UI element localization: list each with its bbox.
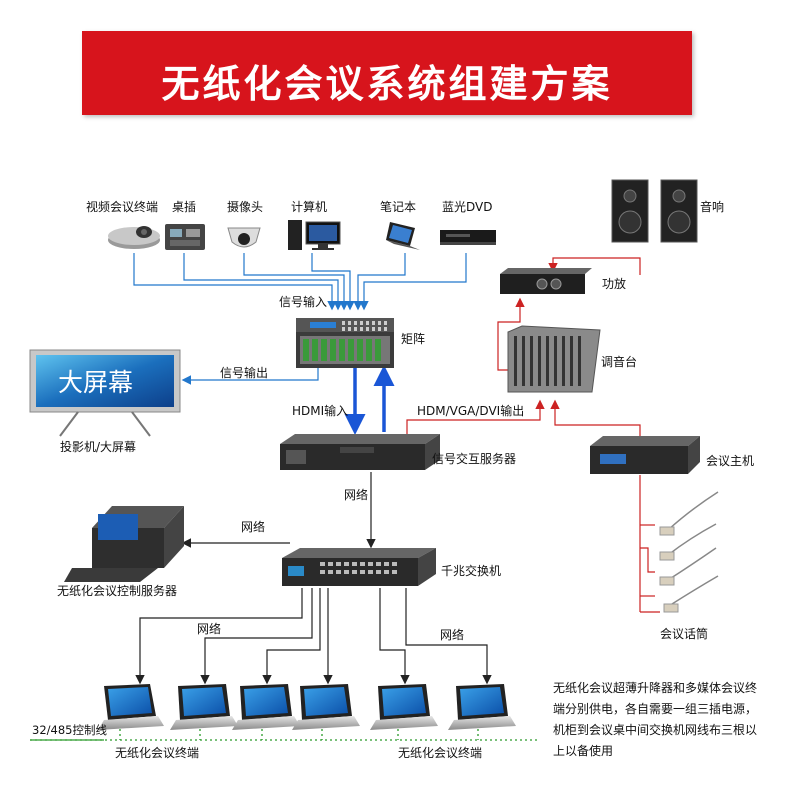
label-control-line: 32/485控制线 [32, 723, 107, 737]
label-network-right: 网络 [440, 628, 465, 642]
label-network-left: 网络 [197, 622, 222, 636]
camera-device [227, 227, 261, 248]
label-signal-out: 信号输出 [220, 366, 269, 380]
terminal-4 [292, 684, 360, 730]
label-microphone: 会议话筒 [660, 627, 709, 641]
title-banner: 无纸化会议系统组建方案 [82, 31, 692, 115]
label-network-control: 网络 [241, 520, 266, 534]
microphone-devices [667, 491, 719, 605]
control-server-device [64, 506, 184, 582]
label-desk-socket: 桌插 [172, 200, 197, 214]
mixer-device [507, 325, 601, 393]
label-terminal-right: 无纸化会议终端 [398, 746, 483, 760]
video-terminal-device [108, 226, 160, 249]
label-control-server: 无纸化会议控制服务器 [57, 584, 178, 598]
conference-host-device [590, 436, 700, 474]
label-computer: 计算机 [291, 200, 328, 214]
terminal-3 [232, 684, 300, 730]
amplifier-device [500, 268, 592, 294]
label-video-terminal: 视频会议终端 [86, 200, 159, 214]
bluray-device [440, 230, 496, 245]
terminal-1 [98, 684, 164, 730]
label-matrix: 矩阵 [401, 332, 426, 346]
label-hdm-vga-dvi-out: HDM/VGA/DVI输出 [417, 404, 525, 418]
hdmi-arrows [344, 365, 395, 435]
label-bluray: 蓝光DVD [442, 200, 493, 214]
terminal-6 [448, 684, 516, 730]
label-speaker: 音响 [700, 200, 725, 214]
label-switch: 千兆交换机 [441, 564, 502, 578]
installation-note: 无纸化会议超薄升降器和多媒体会议终端分别供电，各自需要一组三插电源，机柜到会议桌… [553, 681, 758, 758]
desk-socket-device [165, 224, 205, 250]
matrix-device [296, 318, 394, 368]
source-lines [133, 253, 467, 385]
terminal-devices [98, 684, 516, 730]
label-signal-server: 信号交互服务器 [432, 452, 517, 466]
audio-lines [406, 257, 660, 613]
label-camera: 摄像头 [227, 200, 264, 214]
laptop-device [386, 222, 420, 250]
label-laptop: 笔记本 [380, 200, 417, 214]
label-conference-host: 会议主机 [706, 454, 755, 468]
big-screen-text: 大屏幕 [58, 368, 133, 397]
big-screen-device: 大屏幕 [29, 349, 181, 437]
speaker-devices [611, 179, 698, 243]
page-title: 无纸化会议系统组建方案 [161, 62, 613, 106]
label-mixer: 调音台 [601, 355, 638, 369]
label-hdmi-in: HDMI输入 [292, 404, 349, 418]
switch-device [282, 548, 436, 586]
computer-device [288, 220, 341, 250]
label-signal-in: 信号输入 [279, 295, 328, 309]
control-line [30, 724, 540, 741]
terminal-2 [170, 684, 238, 730]
label-terminal-left: 无纸化会议终端 [115, 746, 200, 760]
terminal-5 [370, 684, 438, 730]
network-lines [135, 472, 492, 685]
label-network-server: 网络 [344, 488, 369, 502]
signal-server-device [280, 434, 440, 470]
label-amplifier: 功放 [602, 277, 627, 291]
label-big-screen: 投影机/大屏幕 [60, 440, 137, 454]
